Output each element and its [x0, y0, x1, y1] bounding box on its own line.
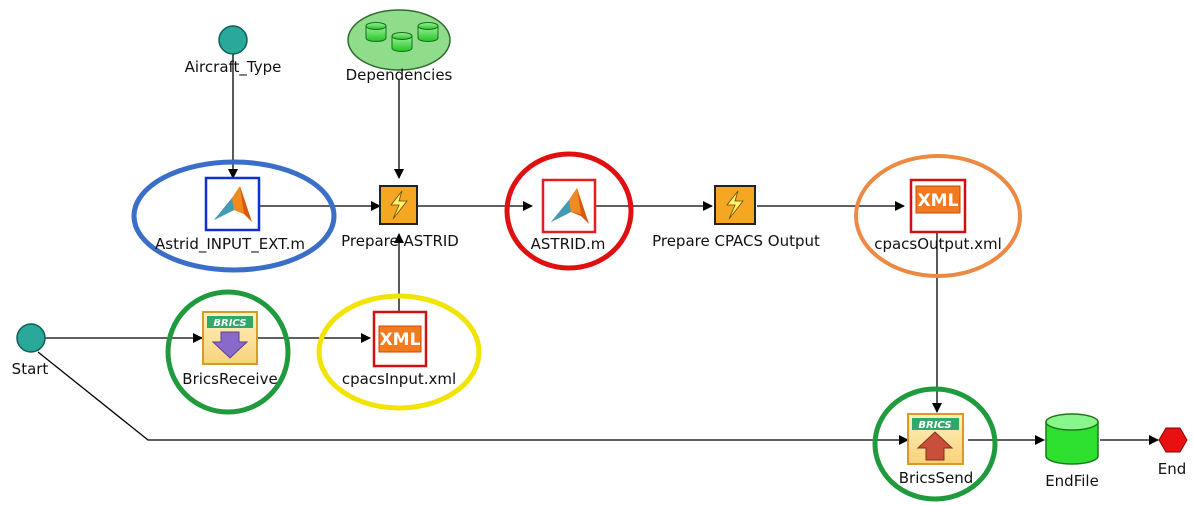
lightning-icon-prepare-astrid	[379, 185, 418, 225]
cpacs-input-xml-label: cpacsInput.xml	[341, 370, 457, 388]
endfile-label: EndFile	[1045, 472, 1099, 490]
edge-start-to-brics-send	[37, 351, 909, 445]
highlight-orange-ellipse	[854, 154, 1022, 278]
start-node-icon	[16, 323, 46, 353]
lightning-icon-prepare-cpacs	[714, 185, 756, 225]
connectors	[37, 50, 1159, 445]
xml-badge-output: XML	[918, 191, 959, 211]
highlight-yellow-ellipse	[316, 293, 482, 411]
brics-badge-send: BRICS	[918, 420, 951, 431]
brics-send-icon: BRICS	[907, 413, 964, 465]
astrid-input-ext-label: Astrid_INPUT_EXT.m	[155, 235, 305, 253]
dependencies-label: Dependencies	[345, 66, 453, 84]
brics-receive-icon: BRICS	[202, 311, 258, 365]
brics-receive-label: BricsReceive	[182, 370, 278, 388]
highlight-green-ellipse-receive	[165, 289, 291, 415]
highlight-green-ellipse-send	[872, 386, 998, 502]
xml-icon-cpacs-input: XML	[372, 310, 428, 368]
aircraft-type-node-icon	[218, 25, 248, 55]
highlight-red-ellipse	[504, 151, 634, 271]
highlight-blue-ellipse	[131, 159, 337, 273]
endfile-cylinder-icon	[1045, 413, 1099, 465]
prepare-astrid-label: Prepare ASTRID	[341, 232, 459, 250]
brics-badge-receive: BRICS	[213, 318, 246, 329]
end-hexagon-icon	[1158, 427, 1188, 453]
xml-icon-cpacs-output: XML	[909, 178, 967, 234]
matlab-icon-astrid-input	[204, 176, 261, 232]
brics-send-label: BricsSend	[898, 469, 974, 487]
end-label: End	[1157, 460, 1187, 478]
matlab-icon-astrid-m	[541, 178, 597, 234]
start-label: Start	[11, 360, 49, 378]
cpacs-output-xml-label: cpacsOutput.xml	[874, 235, 1002, 253]
aircraft-type-label: Aircraft_Type	[184, 58, 282, 76]
astrid-m-label: ASTRID.m	[530, 235, 606, 253]
prepare-cpacs-output-label: Prepare CPACS Output	[652, 232, 820, 250]
dependencies-db-icon	[347, 9, 451, 71]
xml-badge-input: XML	[380, 330, 421, 350]
